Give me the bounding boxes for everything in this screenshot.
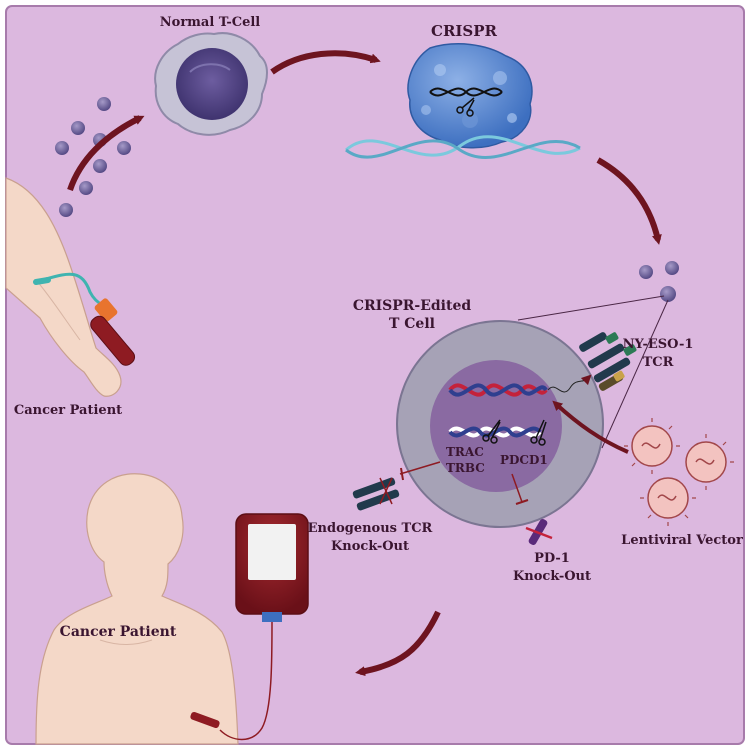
inhibit-bar-tcr (400, 467, 404, 481)
inhibit-bar-pd1 (515, 499, 529, 505)
scissors-icon-trac (482, 419, 501, 444)
label-trac: TRAC (446, 445, 484, 459)
label-edited-cell-line1: CRISPR-Edited (353, 298, 472, 314)
inhibit-line-pd1 (511, 473, 523, 503)
zoom-line-bottom (601, 299, 669, 449)
arm-icon (5, 177, 122, 397)
label-cancer-patient-bottom: Cancer Patient (60, 624, 177, 640)
tcell-icon (154, 32, 268, 136)
blood-tube-icon (90, 298, 136, 366)
iv-line-bottom (219, 621, 273, 741)
receptor-icon-nyeso (579, 332, 637, 391)
blood-bag-icon (235, 513, 309, 622)
label-pd1-line2: Knock-Out (513, 569, 591, 584)
iv-catheter-icon (190, 711, 220, 729)
label-trbc: TRBC (446, 461, 485, 475)
label-pd1-line1: PD-1 (534, 551, 570, 566)
receptor-icon-endogenous (352, 477, 400, 511)
dna-helix-icon (429, 87, 503, 97)
arrow-to-patient (355, 610, 441, 677)
receptor-icon-pd1 (525, 518, 553, 546)
scissors-icon (456, 97, 475, 117)
zoom-line-top (517, 295, 665, 321)
label-cancer-patient-top: Cancer Patient (14, 403, 122, 418)
label-nyeso-line1: NY-ESO-1 (623, 337, 694, 352)
diagram-background (5, 5, 745, 745)
inhibit-line-tcr (399, 461, 441, 475)
patient-body-icon (35, 473, 239, 745)
label-nyeso-line2: TCR (643, 355, 674, 370)
inserted-dna-icon (448, 383, 548, 397)
label-normal-tcell: Normal T-Cell (160, 15, 261, 30)
tcr-expression-arrow (547, 374, 592, 393)
virus-icon (631, 425, 727, 519)
tcell-dots-left (55, 97, 131, 217)
scissors-icon-pdcd1 (530, 419, 547, 446)
label-crispr: CRISPR (431, 22, 498, 40)
label-edited-cell-line2: T Cell (389, 316, 435, 332)
arrow-vector-to-nucleus (552, 400, 629, 454)
label-endogenous-line2: Knock-Out (331, 539, 409, 554)
label-endogenous-line1: Endogenous TCR (308, 521, 433, 536)
arrow-to-crispr (270, 50, 381, 75)
label-lentiviral: Lentiviral Vector (621, 533, 743, 548)
label-pdcd1: PDCD1 (500, 453, 548, 467)
virus-spikes (624, 418, 734, 526)
arrow-to-edited-cells (596, 157, 662, 245)
dna-strand-icon (345, 135, 581, 159)
tcell-dots-right (639, 261, 679, 302)
arrow-to-normal-tcell (67, 115, 145, 191)
